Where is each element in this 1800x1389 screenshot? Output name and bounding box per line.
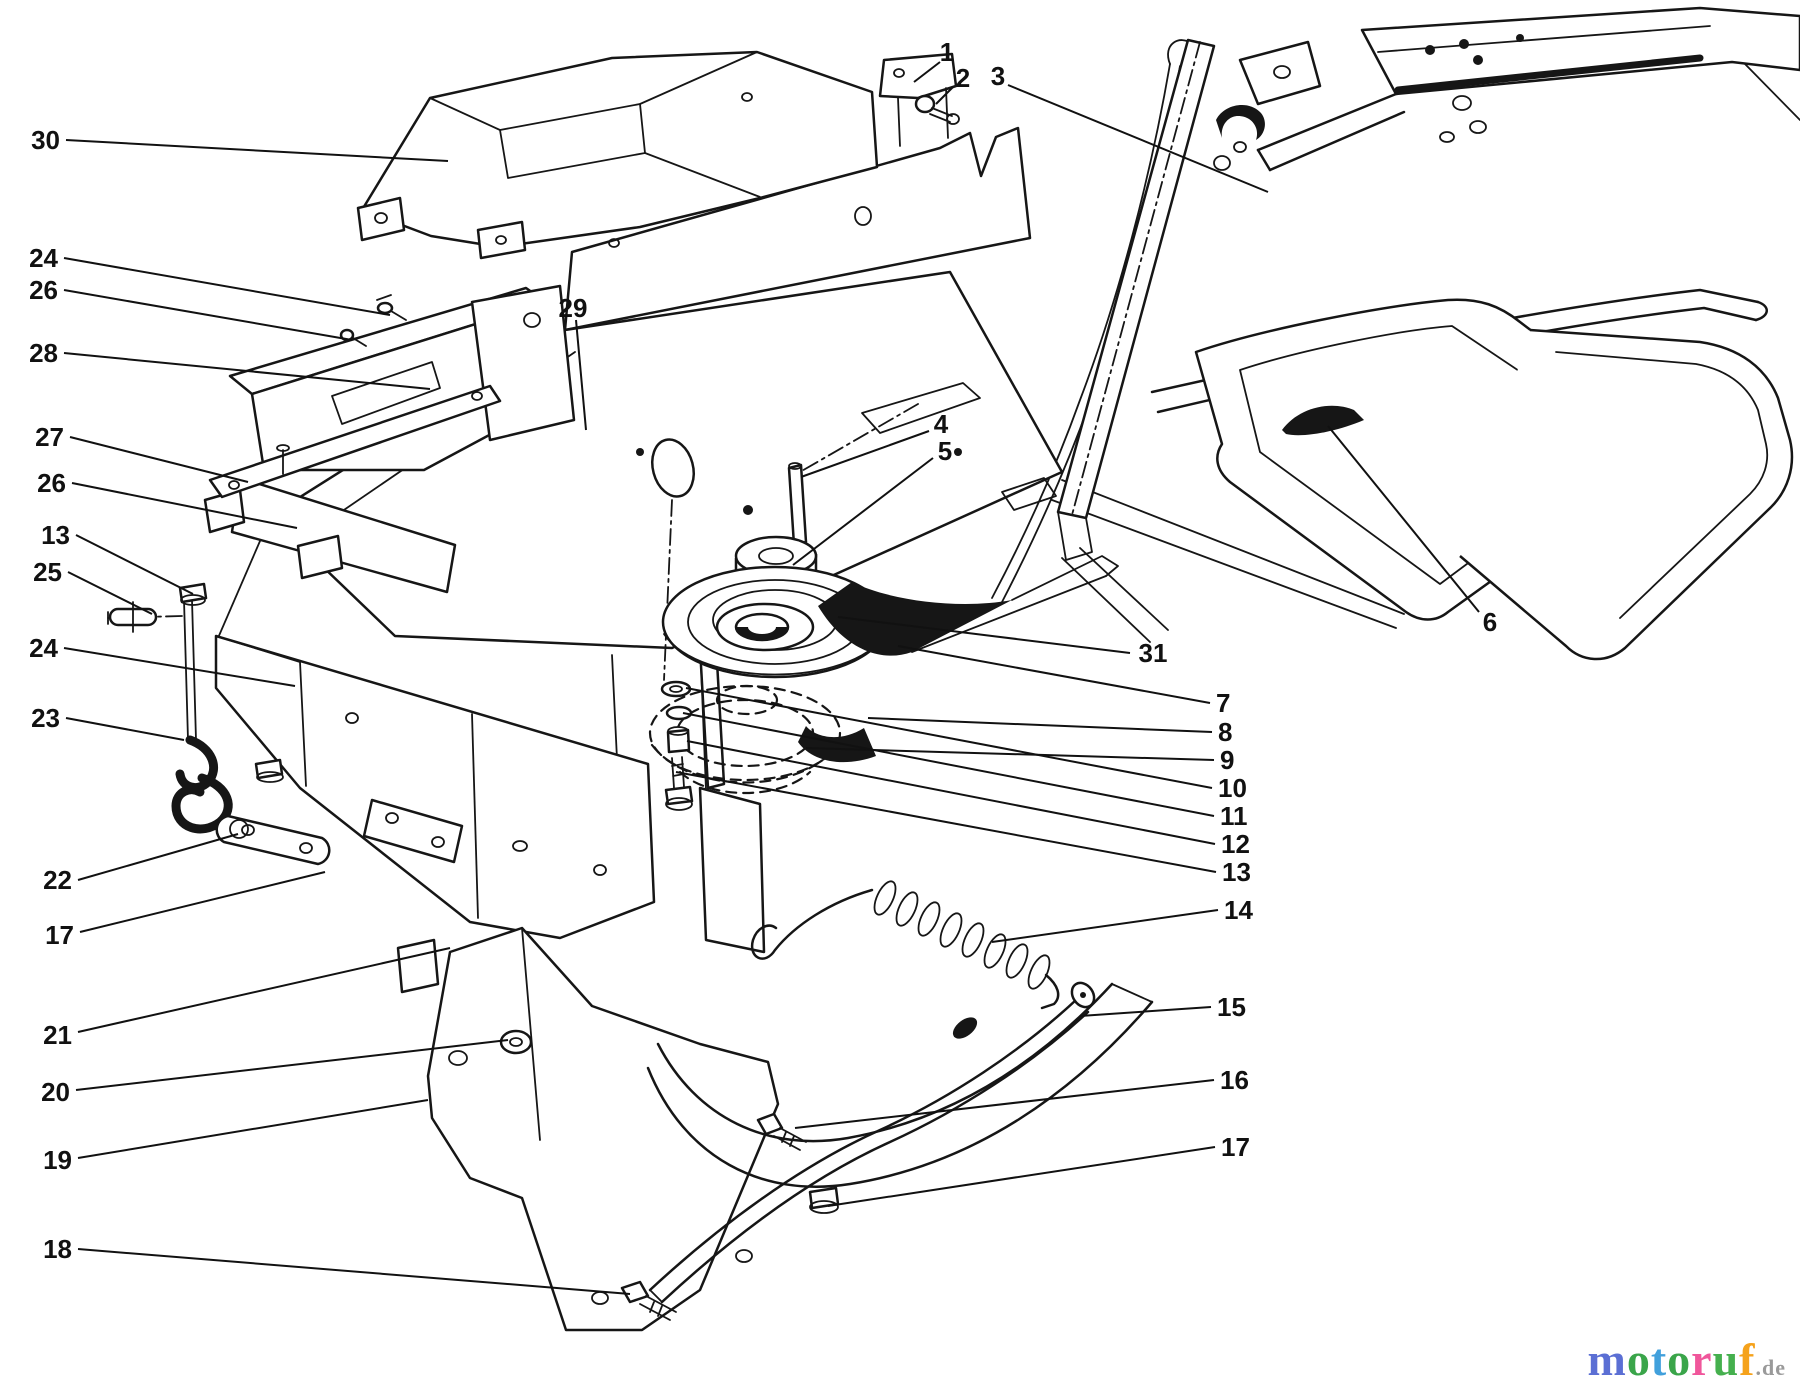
leader-line-30-0 (65, 139, 449, 162)
logo-letter: f (1739, 1334, 1756, 1385)
leader-line-1-16 (913, 61, 941, 83)
leader-line-29-19 (575, 319, 587, 431)
logo-suffix: .de (1755, 1355, 1786, 1380)
leader-line-15-32 (1079, 1006, 1212, 1017)
clutch-pulley-assembly (648, 403, 1119, 811)
link-bar-22 (215, 814, 331, 866)
leader-line-24-1 (63, 257, 391, 316)
callout-8-25: 8 (1218, 717, 1232, 747)
callout-4-20: 4 (934, 409, 949, 439)
leader-line-31-22 (837, 616, 1131, 654)
leader-line-19-14 (77, 1099, 429, 1159)
callout-24-1: 24 (29, 243, 58, 273)
frame-brace (1056, 38, 1216, 561)
callout-11-28: 11 (1220, 801, 1248, 831)
leader-line-3-18 (1007, 84, 1269, 193)
leader-line-10-27 (685, 687, 1213, 789)
leader-line-7-24 (897, 645, 1211, 704)
leader-line-23-9 (65, 717, 185, 741)
leader-line-17-11 (79, 871, 326, 933)
callout-5-21: 5 (938, 436, 952, 466)
callout-12-29: 12 (1221, 829, 1250, 859)
callout-17-11: 17 (45, 920, 74, 950)
callout-6-23: 6 (1483, 607, 1497, 637)
leader-line-17-34 (827, 1146, 1216, 1207)
leader-line-16-33 (794, 1079, 1215, 1129)
leader-line-28-3 (63, 352, 431, 390)
frame-assembly (991, 6, 1800, 661)
idler-linkage (107, 582, 331, 866)
callout-26-5: 26 (37, 468, 66, 498)
axle-support-bracket (396, 926, 1154, 1332)
leader-line-21-12 (77, 947, 451, 1033)
leader-line-4-20 (800, 430, 930, 478)
callout-22-10: 22 (43, 865, 72, 895)
callout-27-4: 27 (35, 422, 64, 452)
leader-line-26-2 (63, 289, 353, 341)
callout-9-26: 9 (1220, 745, 1234, 775)
leader-line-5-21 (792, 457, 934, 566)
pivot-flange-20 (499, 1029, 533, 1055)
logo-letter: o (1667, 1334, 1692, 1385)
leader-line-18-15 (77, 1248, 631, 1295)
leader-line-26-5 (71, 482, 298, 529)
logo-letter: m (1587, 1334, 1627, 1385)
leader-line-14-31 (991, 909, 1219, 943)
leader-line-8-25 (867, 717, 1213, 733)
tab-19 (396, 938, 440, 994)
callout-25-7: 25 (33, 557, 62, 587)
callout-10-27: 10 (1218, 773, 1247, 803)
spring-and-rod (620, 880, 1096, 1321)
callout-13-30: 13 (1222, 857, 1251, 887)
leader-line-13-6 (75, 534, 194, 595)
frame-dark-patch (1282, 405, 1364, 436)
mount-bracket-and-bolt (878, 52, 960, 147)
callout-7-24: 7 (1216, 688, 1230, 718)
callout-30-0: 30 (31, 125, 60, 155)
leader-line-27-4 (69, 436, 249, 483)
extension-spring (873, 880, 1051, 990)
leader-line-6-23 (1327, 425, 1480, 613)
callout-3-18: 3 (991, 61, 1005, 91)
leader-line-11-28 (682, 712, 1215, 817)
callout-2-17: 2 (956, 63, 970, 93)
engine-cover (356, 50, 879, 260)
leader-line-12-29 (686, 740, 1216, 845)
callout-20-13: 20 (41, 1077, 70, 1107)
leader-line-2-17 (935, 86, 954, 105)
callout-21-12: 21 (43, 1020, 72, 1050)
callout-15-32: 15 (1217, 992, 1246, 1022)
frame-body (214, 634, 766, 954)
callout-14-31: 14 (1224, 895, 1253, 925)
callout-29-19: 29 (559, 293, 588, 323)
callout-16-33: 16 (1220, 1065, 1249, 1095)
leader-line-20-13 (75, 1039, 509, 1091)
logo: motoruf.de (1588, 1337, 1787, 1383)
leader-line-24-8 (63, 647, 296, 687)
leader-line-25-7 (67, 571, 153, 615)
callout-31-22: 31 (1139, 638, 1168, 668)
callout-18-15: 18 (43, 1234, 72, 1264)
callout-13-6: 13 (41, 520, 70, 550)
callout-1-16: 1 (940, 37, 954, 67)
callout-24-8: 24 (29, 633, 58, 663)
callout-19-14: 19 (43, 1145, 72, 1175)
callout-17-34: 17 (1221, 1132, 1250, 1162)
callout-28-3: 28 (29, 338, 58, 368)
leader-line-22-10 (77, 833, 239, 881)
leader-line-13-30 (675, 771, 1217, 873)
logo-letter: t (1650, 1334, 1668, 1385)
logo-letter: r (1691, 1334, 1713, 1385)
callout-23-9: 23 (31, 703, 60, 733)
callout-26-2: 26 (29, 275, 58, 305)
logo-letter: o (1626, 1334, 1651, 1385)
logo-letter: u (1712, 1334, 1740, 1385)
